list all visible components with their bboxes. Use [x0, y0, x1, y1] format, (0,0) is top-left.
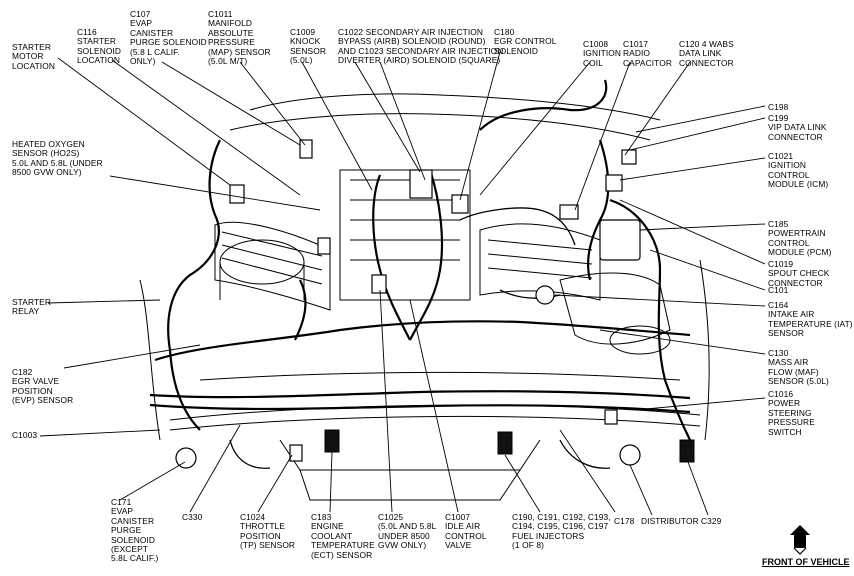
- label-c1017-radio-capacitor: C1017 RADIO CAPACITOR: [623, 39, 672, 68]
- label-c120-data-link: C120 4 WABS DATA LINK CONNECTOR: [679, 39, 734, 68]
- label-c101: C101: [768, 285, 789, 295]
- front-of-vehicle-label: FRONT OF VEHICLE: [762, 557, 850, 567]
- label-c171-evap-canister: C171 EVAP CANISTER PURGE SOLENOID (EXCEP…: [111, 497, 159, 564]
- label-c190-fuel-injectors: C190, C191, C192, C193, C194, C195, C196…: [512, 512, 611, 551]
- label-c107-evap-canister: C107 EVAP CANISTER PURGE SOLENOID (5.8 L…: [130, 9, 207, 67]
- front-arrow-icon: [790, 525, 810, 555]
- label-c1025: C1025 (5.0L AND 5.8L UNDER 8500 GVW ONLY…: [378, 512, 437, 551]
- label-c1011-map-sensor: C1011 MANIFOLD ABSOLUTE PRESSURE (MAP) S…: [208, 9, 271, 67]
- label-distributor: DISTRIBUTOR: [641, 516, 699, 526]
- label-c182-evp-sensor: C182 EGR VALVE POSITION (EVP) SENSOR: [12, 367, 74, 406]
- components: [175, 139, 695, 469]
- label-heated-oxygen-sensor: HEATED OXYGEN SENSOR (HO2S) 5.0L AND 5.8…: [12, 139, 103, 178]
- label-c330: C330: [182, 512, 203, 522]
- label-c1007-idle-air-control: C1007 IDLE AIR CONTROL VALVE: [445, 512, 487, 551]
- wiring-harness: [149, 79, 691, 469]
- label-c1019-spout-check: C1019 SPOUT CHECK CONNECTOR: [768, 259, 830, 288]
- label-starter-motor-location: STARTER MOTOR LOCATION: [12, 42, 55, 71]
- label-c164-iat-sensor: C164 INTAKE AIR TEMPERATURE (IAT) SENSOR: [768, 300, 853, 339]
- label-c1008-ignition-coil: C1008 IGNITION COIL: [583, 39, 622, 68]
- label-c183-ect-sensor: C183 ENGINE COOLANT TEMPERATURE (ECT) SE…: [311, 512, 375, 560]
- label-c1003: C1003: [12, 430, 38, 440]
- label-c199-vip-data-link: C199 VIP DATA LINK CONNECTOR: [768, 113, 827, 142]
- leader-lines: [39, 51, 766, 516]
- label-c116-starter-solenoid: C116 STARTER SOLENOID LOCATION: [77, 27, 122, 66]
- label-c180-egr-control: C180 EGR CONTROL SOLENOID: [494, 27, 557, 56]
- label-c198: C198: [768, 102, 789, 112]
- label-starter-relay: STARTER RELAY: [12, 297, 52, 317]
- label-c178: C178: [614, 516, 635, 526]
- label-c1016-power-steering: C1016 POWER STEERING PRESSURE SWITCH: [768, 389, 815, 437]
- label-c185-pcm: C185 POWERTRAIN CONTROL MODULE (PCM): [768, 219, 832, 258]
- label-c130-maf-sensor: C130 MASS AIR FLOW (MAF) SENSOR (5.0L): [768, 348, 829, 387]
- label-c329: C329: [701, 516, 722, 526]
- label-c1024-tp-sensor: C1024 THROTTLE POSITION (TP) SENSOR: [240, 512, 296, 551]
- label-c1009-knock-sensor: C1009 KNOCK SENSOR (5.0L): [290, 27, 326, 66]
- label-c1022-air-injection: C1022 SECONDARY AIR INJECTION BYPASS (AI…: [338, 27, 504, 66]
- label-c1021-icm: C1021 IGNITION CONTROL MODULE (ICM): [768, 151, 829, 190]
